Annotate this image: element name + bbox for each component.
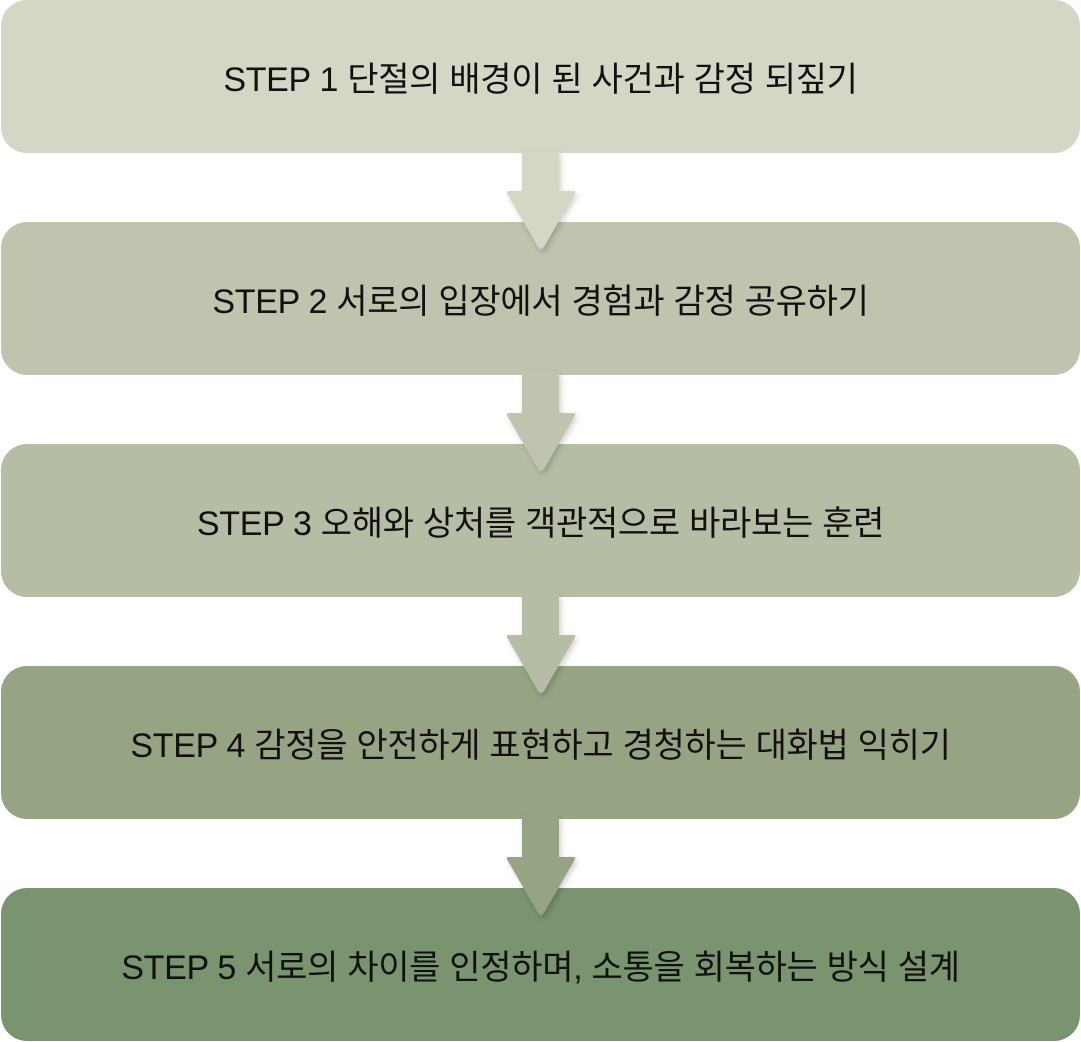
step-box-2: STEP 2 서로의 입장에서 경험과 감정 공유하기 [1, 222, 1080, 375]
down-arrow-icon [506, 816, 576, 915]
arrow-shape [506, 372, 576, 471]
step-label: STEP 2 서로의 입장에서 경험과 감정 공유하기 [212, 283, 869, 321]
arrow-shape [506, 816, 576, 915]
down-arrow-icon [506, 594, 576, 693]
arrow-shape [506, 594, 576, 693]
down-arrow-icon [506, 150, 576, 249]
step-label: STEP 5 서로의 차이를 인정하며, 소통을 회복하는 방식 설계 [121, 949, 960, 987]
step-box-3: STEP 3 오해와 상처를 객관적으로 바라보는 훈련 [1, 444, 1080, 597]
down-arrow-icon [506, 372, 576, 471]
step-label: STEP 4 감정을 안전하게 표현하고 경청하는 대화법 익히기 [130, 727, 951, 765]
step-box-4: STEP 4 감정을 안전하게 표현하고 경청하는 대화법 익히기 [1, 666, 1080, 819]
arrow-shape [506, 150, 576, 249]
step-label: STEP 3 오해와 상처를 객관적으로 바라보는 훈련 [196, 505, 885, 543]
step-box-1: STEP 1 단절의 배경이 된 사건과 감정 되짚기 [1, 0, 1080, 153]
step-label: STEP 1 단절의 배경이 된 사건과 감정 되짚기 [223, 61, 858, 99]
